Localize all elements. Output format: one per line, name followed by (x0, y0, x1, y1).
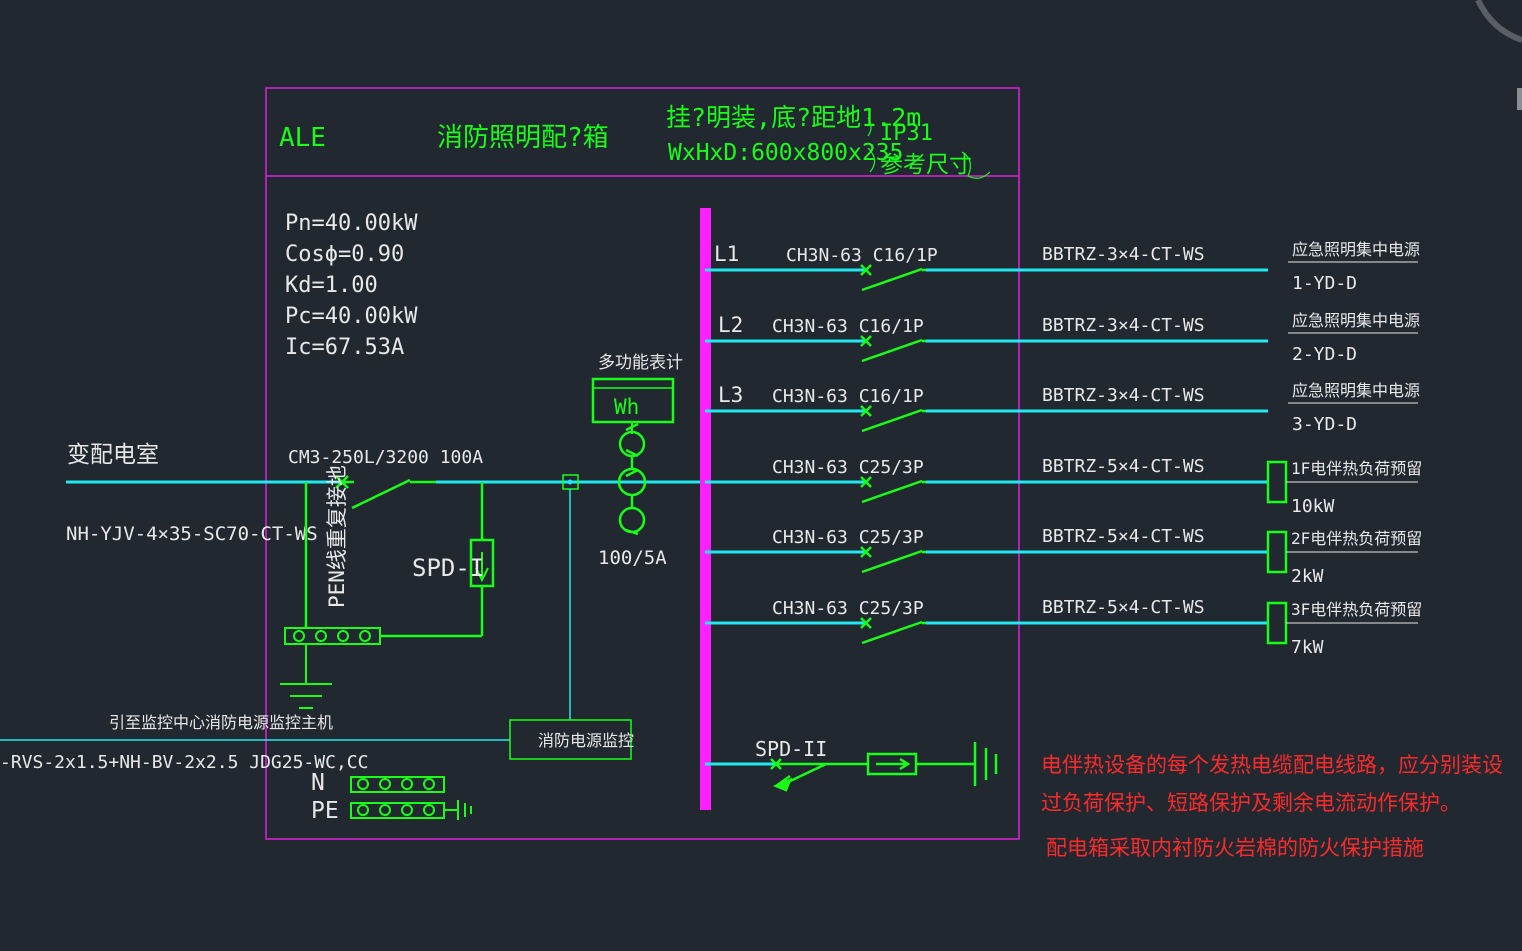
circuit-breaker-symbol (860, 546, 928, 574)
panel-name: 消防照明配?箱 (437, 123, 609, 153)
circuit-breaker-symbol (860, 617, 928, 645)
param-cos: Cosϕ=0.90 (285, 242, 404, 267)
circuit-breaker-symbol (860, 264, 928, 292)
circuit-load-label: 应急照明集中电源 (1292, 381, 1420, 400)
param-ic: Ic=67.53A (285, 335, 404, 360)
circuit-id: L2 (718, 313, 743, 337)
ground-terminal-strip (284, 627, 381, 645)
ct-ratio: 100/5A (598, 547, 667, 569)
circuit-breaker-label: CH3N-63 C25/3P (772, 527, 924, 548)
circuit-load-sub: 1-YD-D (1292, 273, 1357, 294)
circuit-load-label: 应急照明集中电源 (1292, 311, 1420, 330)
circuit-load-sub: 2-YD-D (1292, 344, 1357, 365)
load-parameters: Pn=40.00kW Cosϕ=0.90 Kd=1.00 Pc=40.00kW … (285, 211, 418, 360)
circuit-breaker-label: CH3N-63 C16/1P (772, 316, 924, 337)
n-pe-terminals: N PE (311, 770, 472, 824)
note-line-2: 过负荷保护、短路保护及剩余电流动作保护。 (1041, 791, 1461, 815)
circuit-breaker-label: CH3N-63 C25/3P (772, 598, 924, 619)
monitor-cable: -RVS-2x1.5+NH-BV-2x2.5 JDG25-WC,CC (0, 752, 368, 773)
param-pn: Pn=40.00kW (285, 211, 418, 236)
circuit-load-label: 应急照明集中电源 (1292, 240, 1420, 259)
scroll-marker (1517, 88, 1522, 110)
circuit-breaker-label: CH3N-63 C25/3P (772, 457, 924, 478)
heater-load-box (1266, 530, 1288, 574)
pen-ground-note: PEN线重复接地 (325, 465, 349, 608)
source-label: 变配电室 (67, 442, 159, 468)
n-label: N (311, 770, 325, 796)
circuit-load-label: 3F电伴热负荷预留 (1291, 600, 1422, 619)
monitor-device-label: 消防电源监控 (538, 731, 634, 750)
spd2-circuit: SPD-II (705, 737, 998, 792)
param-pc: Pc=40.00kW (285, 304, 418, 329)
design-notes: 电伴热设备的每个发热电缆配电线路，应分别装设 过负荷保护、短路保护及剩余电流动作… (1041, 753, 1503, 860)
circuit-breaker-label: CH3N-63 C16/1P (772, 386, 924, 407)
mount-info: 挂?明装,底?距地1.2m (666, 103, 921, 132)
circuit-breaker-symbol (860, 335, 928, 363)
heater-load-box (1266, 601, 1288, 645)
viewport-corner-arc (1475, 0, 1522, 43)
spd1-label: SPD-I (412, 554, 484, 582)
mark-swoosh (867, 117, 991, 179)
circuit-load-sub: 3-YD-D (1292, 414, 1357, 435)
note-line-3: 配电箱采取内衬防火岩棉的防火保护措施 (1046, 836, 1424, 860)
ip-rating: IP31 (880, 121, 933, 146)
circuit-id: L1 (714, 242, 739, 266)
main-busbar (700, 208, 711, 810)
circuit-load-label: 1F电伴热负荷预留 (1291, 459, 1422, 478)
circuit-load-sub: 7kW (1291, 637, 1324, 658)
circuit-id: L3 (718, 383, 743, 407)
panel-dimensions: WxHxD:600x800x235 (668, 140, 903, 166)
incoming-breaker-symbol (335, 475, 411, 510)
circuit-cable-label: BBTRZ-3×4-CT-WS (1042, 315, 1205, 336)
circuit-cable-label: BBTRZ-3×4-CT-WS (1042, 244, 1205, 265)
circuit-load-sub: 10kW (1291, 496, 1335, 517)
spd2-label: SPD-II (755, 737, 827, 761)
spd1-arrow (475, 552, 489, 583)
incoming-breaker: CM3-250L/3200 100A (288, 447, 483, 468)
meter-symbol: Wh (614, 395, 639, 419)
meter-label: 多功能表计 (598, 353, 683, 373)
monitor-device-box (509, 719, 632, 760)
panel-enclosure (265, 87, 1020, 840)
incoming-feeder: 变配电室 NH-YJV-4×35-SC70-CT-WS CM3-250L/320… (66, 353, 700, 720)
circuit-cable-label: BBTRZ-5×4-CT-WS (1042, 456, 1205, 477)
monitor-note: 引至监控中心消防电源监控主机 (109, 713, 333, 732)
circuit-breaker-symbol (860, 405, 928, 433)
current-transformer-icon (617, 422, 647, 536)
circuit-breaker-label: CH3N-63 C16/1P (786, 245, 938, 266)
circuit-load-sub: 2kW (1291, 566, 1324, 587)
circuit-breaker-symbol (860, 476, 928, 504)
param-kd: Kd=1.00 (285, 273, 378, 298)
circuit-cable-label: BBTRZ-3×4-CT-WS (1042, 385, 1205, 406)
panel-code: ALE (279, 123, 326, 153)
reference-size: 参考尺寸 (880, 152, 972, 178)
pe-label: PE (311, 798, 339, 824)
circuit-cable-label: BBTRZ-5×4-CT-WS (1042, 597, 1205, 618)
circuit-load-label: 2F电伴热负荷预留 (1291, 529, 1422, 548)
note-line-1: 电伴热设备的每个发热电缆配电线路，应分别装设 (1041, 753, 1503, 777)
fire-power-monitor: 引至监控中心消防电源监控主机 -RVS-2x1.5+NH-BV-2x2.5 JD… (0, 713, 634, 773)
incoming-cable: NH-YJV-4×35-SC70-CT-WS (66, 523, 318, 545)
earth-icon (280, 683, 332, 709)
circuit-cable-label: BBTRZ-5×4-CT-WS (1042, 526, 1205, 547)
heater-load-box (1266, 460, 1288, 504)
